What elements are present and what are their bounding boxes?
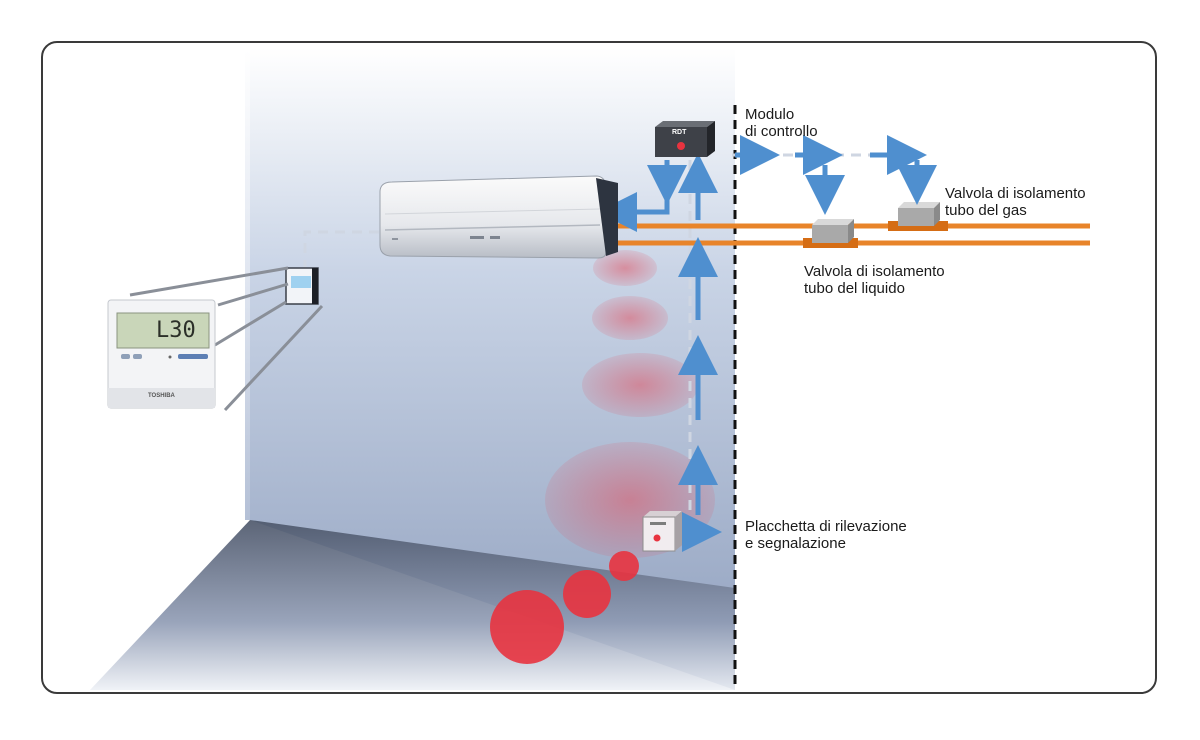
control-module-label-line2: di controllo [745,123,818,140]
gas-valve-label-line2: tubo del gas [945,202,1027,219]
controller-button [178,354,208,359]
gas-valve [898,202,940,226]
status-led [677,142,685,150]
leak-drop [563,570,611,618]
controller-screen [116,312,210,349]
controller-display-text: L30 [156,318,196,343]
control-module-box [655,121,715,157]
leak-drop [490,590,564,664]
control-module-label-line1: Modulo [745,106,795,123]
wall-controller-plate [285,267,319,305]
controller-button [133,354,142,359]
controller-button [121,354,130,359]
floor [90,520,735,690]
liquid-valve-label-line2: tubo del liquido [804,280,905,297]
sensor-label-line1: Placchetta di rilevazione [745,518,907,535]
control-module-badge: RDT [672,129,687,136]
controller-brand: TOSHIBA [148,393,175,399]
sensor-label-line2: e segnalazione [745,535,846,552]
liquid-valve [812,219,854,243]
sensor-led [653,534,661,542]
control-module-label: Modulo di controllo [745,106,818,140]
side-wall [245,50,250,520]
liquid-valve-label-line1: Valvola di isolamento [804,263,945,280]
arrow [597,190,670,232]
detection-sensor [642,511,682,552]
gas-valve-label-line1: Valvola di isolamento [945,185,1086,202]
signal-arrows [597,135,937,552]
zoom-lines [129,266,324,412]
leak-drop [609,551,639,581]
remote-controller [107,299,216,409]
indoor-ac-unit [379,175,618,259]
liquid-valve-label: Valvola di isolamento tubo del liquido [804,263,945,297]
sensor-label: Placchetta di rilevazione e segnalazione [745,518,907,552]
gas-valve-label: Valvola di isolamento tubo del gas [945,185,1086,219]
